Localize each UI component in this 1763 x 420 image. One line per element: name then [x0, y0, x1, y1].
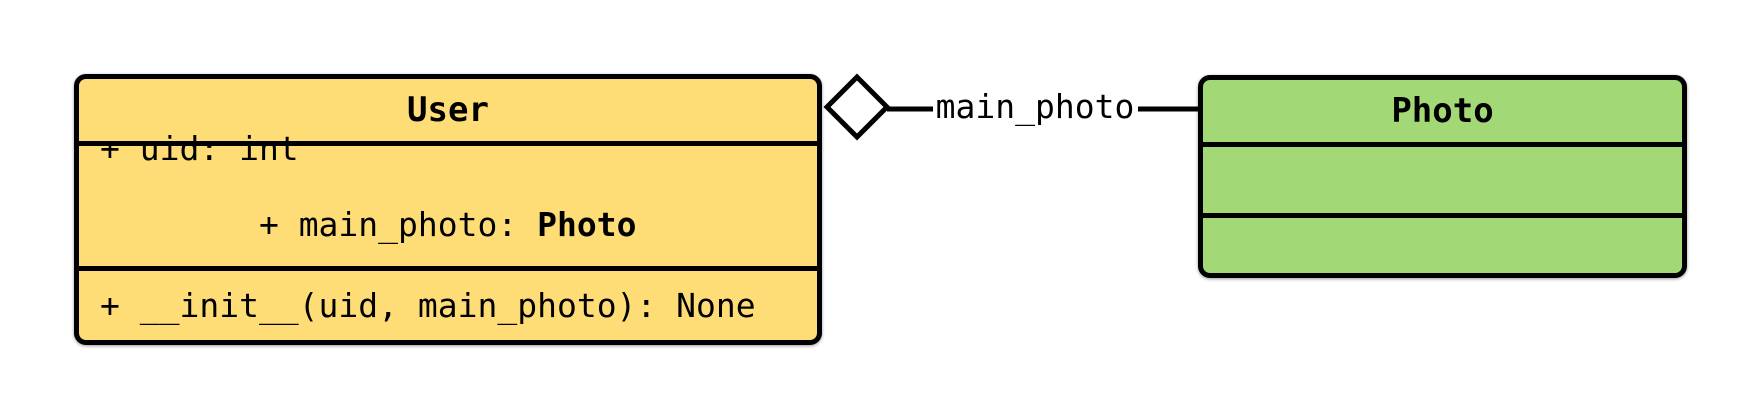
attribute-main-photo: + main_photo: Photo [100, 168, 817, 282]
class-attributes-user: + uid: int + main_photo: Photo [79, 130, 817, 266]
class-methods-user: + __init__(uid, main_photo): None [79, 266, 817, 340]
class-attributes-photo [1203, 142, 1682, 213]
class-methods-photo [1203, 213, 1682, 273]
class-box-photo: Photo [1198, 75, 1687, 278]
class-box-user: User + uid: int + main_photo: Photo + __… [74, 74, 822, 345]
aggregation-diamond-icon [823, 73, 891, 141]
class-title-photo: Photo [1391, 91, 1494, 131]
class-header-photo: Photo [1203, 80, 1682, 142]
attribute-uid: + uid: int [100, 129, 299, 168]
class-title-user: User [407, 90, 489, 130]
class-header-user: User [79, 79, 817, 141]
method-init: + __init__(uid, main_photo): None [100, 285, 756, 325]
attribute-main-photo-type: Photo [537, 205, 637, 244]
attribute-main-photo-prefix: + main_photo: [258, 205, 538, 244]
relationship-label: main_photo [935, 87, 1135, 126]
